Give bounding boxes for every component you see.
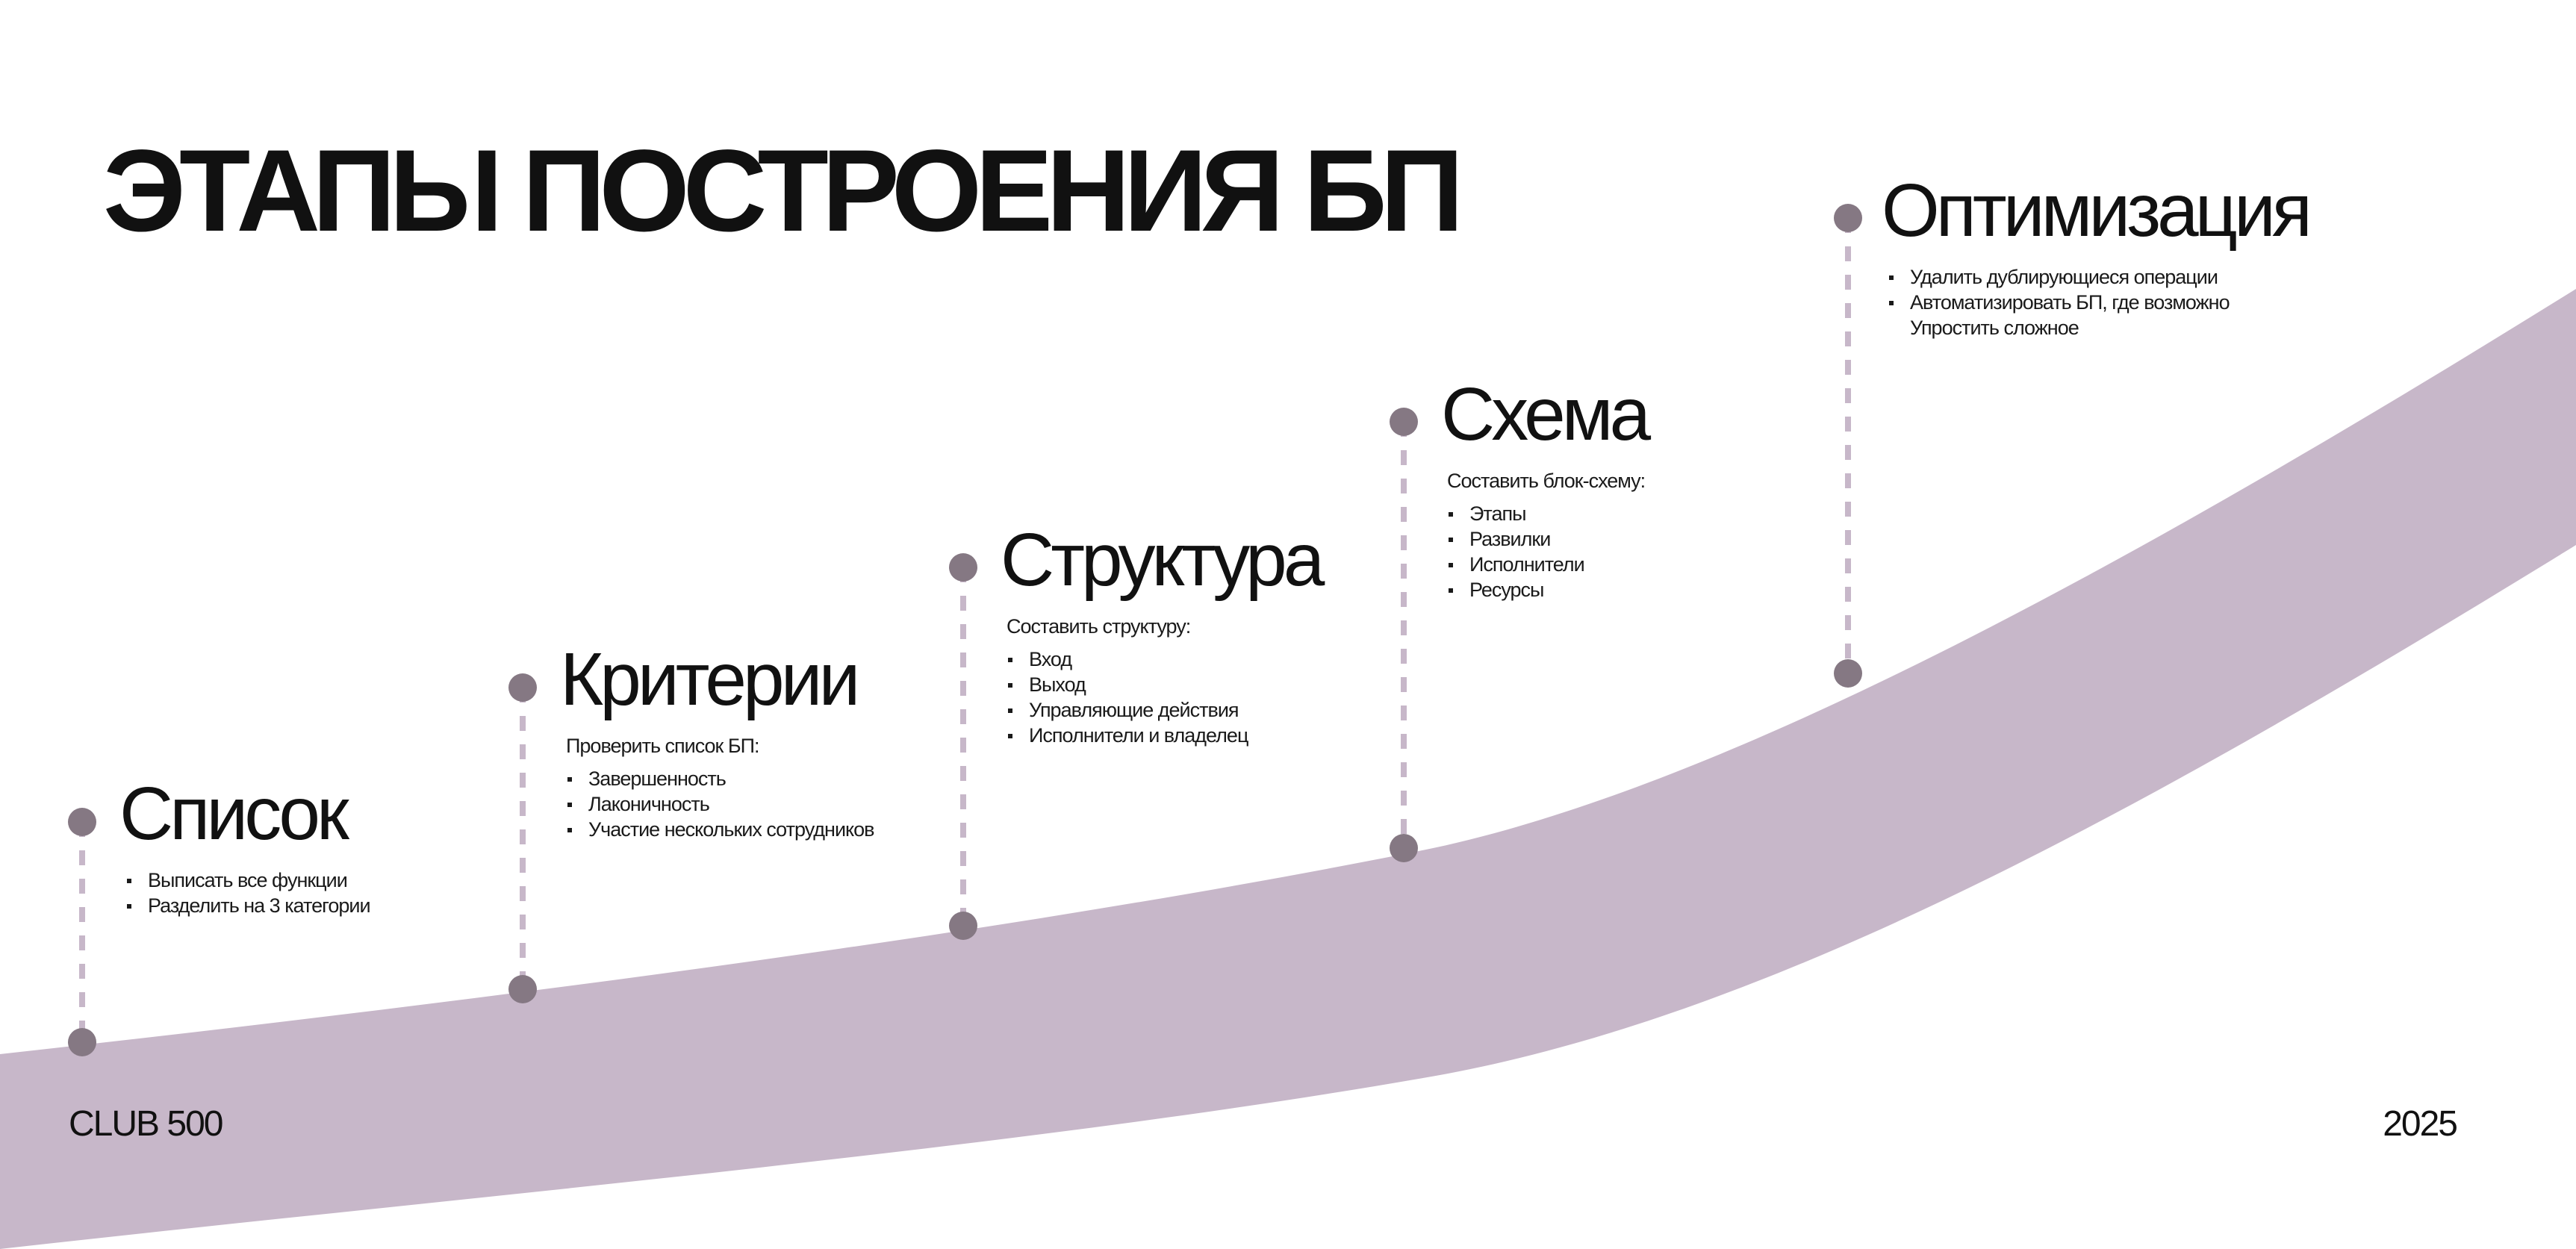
stage-5-title: Оптимизация <box>1882 169 2312 252</box>
stage-2-intro: Проверить список БП: <box>566 735 760 757</box>
stage-1: Список Выписать все функции Разделить на… <box>119 776 582 918</box>
list-item: Автоматизировать БП, где возможно <box>1888 290 2345 315</box>
stage-1-title: Список <box>119 772 349 856</box>
footer-year: 2025 <box>2383 1104 2458 1144</box>
stage-2-top-dot <box>508 673 537 702</box>
growth-band <box>0 289 2576 1249</box>
stage-2-body: Проверить список БП: Завершенность Лакон… <box>560 733 1023 842</box>
list-item: Удалить дублирующиеся операции <box>1888 264 2345 290</box>
stage-1-base-dot <box>68 1028 96 1056</box>
stage-2-base-dot <box>508 975 537 1003</box>
list-item: Исполнители и владелец <box>1007 723 1463 748</box>
stage-4-intro: Составить блок-схему: <box>1447 470 1646 492</box>
stage-5-list: Удалить дублирующиеся операции Автоматиз… <box>1888 264 2345 340</box>
stage-1-list: Выписать все функции Разделить на 3 кате… <box>125 868 582 918</box>
list-item: Выход <box>1007 672 1463 697</box>
stage-3-top-dot <box>949 553 977 582</box>
stage-4-top-dot <box>1390 408 1418 436</box>
list-item: Завершенность <box>566 766 1023 791</box>
list-item: Этапы <box>1447 501 1904 526</box>
list-item: Выписать все функции <box>125 868 582 893</box>
stage-4: Схема Составить блок-схему: Этапы Развил… <box>1441 377 1904 602</box>
list-item: Упростить сложное <box>1910 317 2079 339</box>
list-item: Исполнители <box>1447 552 1904 577</box>
list-item: Разделить на 3 категории <box>125 893 582 918</box>
stage-3-body: Составить структуру: Вход Выход Управляю… <box>1001 614 1463 748</box>
list-item: Развилки <box>1447 526 1904 552</box>
stage-4-title: Схема <box>1441 373 1651 456</box>
stage-2-title: Критерии <box>560 638 860 721</box>
stage-2: Критерии Проверить список БП: Завершенно… <box>560 642 1023 842</box>
stage-1-body: Выписать все функции Разделить на 3 кате… <box>119 868 582 918</box>
list-item: Участие нескольких сотрудников <box>566 817 1023 842</box>
list-item: Вход <box>1007 647 1463 672</box>
stage-3-title: Структура <box>1001 518 1325 602</box>
stage-3-intro: Составить структуру: <box>1007 615 1191 638</box>
stage-5-top-dot <box>1834 204 1862 232</box>
stage-1-top-dot <box>68 808 96 836</box>
stage-4-base-dot <box>1390 834 1418 862</box>
stage-3: Структура Составить структуру: Вход Выхо… <box>1001 523 1463 748</box>
stage-4-list: Этапы Развилки Исполнители Ресурсы <box>1447 501 1904 602</box>
stage-5-base-dot <box>1834 659 1862 688</box>
stage-5: Оптимизация Удалить дублирующиеся операц… <box>1882 173 2345 340</box>
list-item: Управляющие действия <box>1007 697 1463 723</box>
list-item: Лаконичность <box>566 791 1023 817</box>
stage-3-list: Вход Выход Управляющие действия Исполнит… <box>1007 647 1463 748</box>
dots <box>68 204 1862 1056</box>
page-title: ЭТАПЫ ПОСТРОЕНИЯ БП <box>103 126 1464 256</box>
footer-brand: CLUB 500 <box>69 1104 223 1144</box>
stage-4-body: Составить блок-схему: Этапы Развилки Исп… <box>1441 468 1904 602</box>
stage-5-body: Удалить дублирующиеся операции Автоматиз… <box>1882 264 2345 340</box>
stage-2-list: Завершенность Лаконичность Участие неско… <box>566 766 1023 842</box>
connectors <box>79 218 1851 1042</box>
list-item: Ресурсы <box>1447 577 1904 602</box>
stage-3-base-dot <box>949 912 977 940</box>
